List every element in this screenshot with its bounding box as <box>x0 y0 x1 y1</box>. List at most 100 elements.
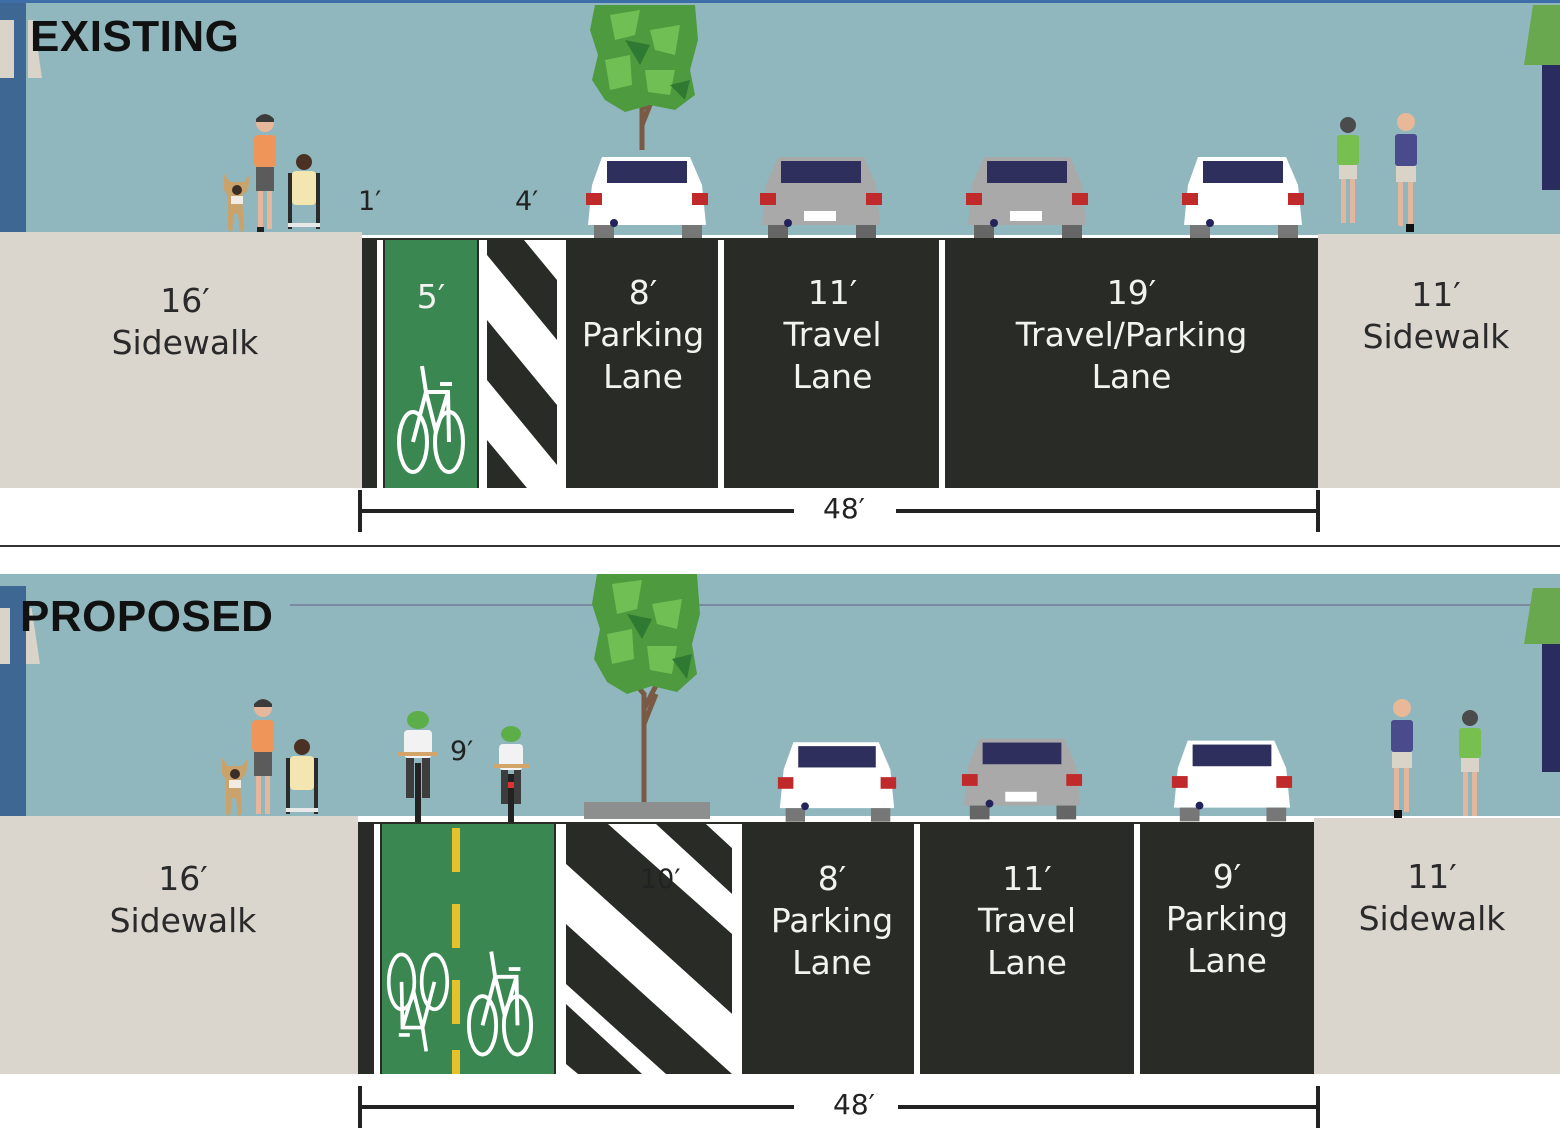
wheelchair-user-icon <box>286 739 318 814</box>
white-car-icon <box>777 742 897 822</box>
parking1-line1: Parking <box>770 901 894 941</box>
sidewalk-right-width: 11′ <box>1411 275 1461 314</box>
travel-lane-label: 11′ Travel Lane <box>726 272 939 399</box>
parking-line1: Parking <box>581 315 705 355</box>
travel-width: 11′ <box>807 273 858 312</box>
travel-lane-label: 11′ Travel Lane <box>920 858 1134 985</box>
buffer-dimension: 1′ <box>358 186 382 217</box>
tree-icon <box>584 574 710 819</box>
lane-line <box>914 824 920 1074</box>
awning-left <box>0 20 14 78</box>
parking1-line2: Lane <box>792 943 872 983</box>
awning-left <box>0 608 10 664</box>
dog-icon <box>224 174 250 232</box>
parking2-line2: Lane <box>1187 941 1267 981</box>
bicycle-icon-inverted <box>386 952 450 1052</box>
sidewalk-left-name: Sidewalk <box>111 323 259 363</box>
sidewalk-right <box>1314 818 1560 1074</box>
center-line <box>452 828 460 1074</box>
total-width-label: 48′ <box>833 1088 875 1121</box>
tree-icon <box>590 5 698 150</box>
sidewalk-left <box>0 232 362 488</box>
sidewalk-right-name: Sidewalk <box>1362 317 1510 357</box>
total-width-measure: 48′ <box>358 490 1322 532</box>
building-right <box>1542 644 1560 772</box>
travel-line2: Lane <box>792 357 873 397</box>
sidewalk-left <box>0 816 358 1074</box>
panel-title-existing: EXISTING <box>30 12 240 61</box>
measure-tick-right <box>1316 490 1320 532</box>
parking-lane-1-label: 8′ Parking Lane <box>750 858 914 985</box>
sidewalk-right <box>1318 234 1560 488</box>
travel-parking-line2: Lane <box>1091 357 1172 397</box>
white-car-icon <box>1171 740 1293 822</box>
bicycle-icon <box>397 365 465 474</box>
bicycle-icon <box>466 951 534 1057</box>
sidewalk-right-label: 11′ Sidewalk <box>1314 856 1550 940</box>
measure-bar-left <box>358 509 794 513</box>
panel-title-proposed: PROPOSED <box>20 592 274 641</box>
pedestrian-orange-shirt-icon <box>254 114 276 233</box>
pedestrian-purple-shirt-icon <box>1391 699 1413 818</box>
bike-lane-width: 5′ <box>416 277 446 316</box>
measure-bar-right <box>898 1105 1318 1109</box>
measure-bar-right <box>896 509 1318 513</box>
sidewalk-right-label: 11′ Sidewalk <box>1318 274 1554 358</box>
pedestrian-green-shirt-icon <box>1459 710 1481 816</box>
gray-car-icon <box>961 738 1083 820</box>
gray-car-icon <box>966 157 1088 239</box>
wheelchair-user-icon <box>288 154 320 229</box>
existing-panel: EXISTING <box>0 0 1560 545</box>
pedestrian-orange-shirt-icon <box>252 699 274 814</box>
total-width-measure: 48′ <box>358 1086 1322 1128</box>
stripe-dimension: 10′ <box>640 864 681 895</box>
sidewalk-right-width: 11′ <box>1407 857 1457 896</box>
buffer-line <box>374 824 380 1074</box>
hatch-pattern <box>487 240 557 488</box>
parking-lane-label: 8′ Parking Lane <box>568 272 718 399</box>
buffer-line <box>377 240 383 488</box>
pedestrian-purple-shirt-icon <box>1395 113 1417 232</box>
travel-line1: Travel <box>977 901 1077 941</box>
travel-width: 11′ <box>1002 859 1052 898</box>
gray-car-icon <box>760 157 882 239</box>
sidewalk-left-width: 16′ <box>158 859 208 898</box>
sidewalk-right-name: Sidewalk <box>1358 899 1506 939</box>
parking1-width: 8′ <box>817 859 847 898</box>
cyclist-icon <box>493 726 529 824</box>
hatch-pattern <box>566 824 732 1074</box>
striped-buffer <box>556 824 742 1074</box>
travel-line2: Lane <box>987 943 1067 983</box>
overhead-wire <box>290 604 1560 606</box>
parking2-width: 9′ <box>1212 857 1242 896</box>
travel-parking-lane-label: 19′ Travel/Parking Lane <box>945 272 1318 399</box>
parking-width: 8′ <box>628 273 658 312</box>
lane-line <box>939 240 945 488</box>
total-width-label: 48′ <box>823 492 865 525</box>
travel-parking-width: 19′ <box>1106 273 1157 312</box>
bike-lane-dimension: 9′ <box>450 736 474 767</box>
building-right <box>1542 65 1560 190</box>
measure-tick-right <box>1316 1086 1320 1128</box>
cyclist-icon <box>398 711 438 822</box>
sidewalk-left-label: 16′ Sidewalk <box>60 280 310 364</box>
white-car-icon <box>1182 157 1304 239</box>
measure-bar-left <box>358 1105 794 1109</box>
lane-line <box>1134 824 1140 1074</box>
striped-buffer <box>479 240 566 488</box>
proposed-panel: PROPOSED <box>0 574 1560 1142</box>
white-car-icon <box>586 157 708 239</box>
sidewalk-left-label: 16′ Sidewalk <box>58 858 308 942</box>
pedestrian-green-shirt-icon <box>1337 117 1359 223</box>
panel-divider <box>0 545 1560 547</box>
sidewalk-left-name: Sidewalk <box>109 901 257 941</box>
parking-lane-2-label: 9′ Parking Lane <box>1140 856 1314 983</box>
travel-parking-line1: Travel/Parking <box>1015 315 1248 355</box>
parking-line2: Lane <box>603 357 683 397</box>
parking2-line1: Parking <box>1165 899 1289 939</box>
stripe-dimension: 4′ <box>515 186 539 217</box>
dog-icon <box>222 758 248 816</box>
sidewalk-left-width: 16′ <box>160 281 210 320</box>
travel-line1: Travel <box>783 315 882 355</box>
lane-line <box>718 240 724 488</box>
